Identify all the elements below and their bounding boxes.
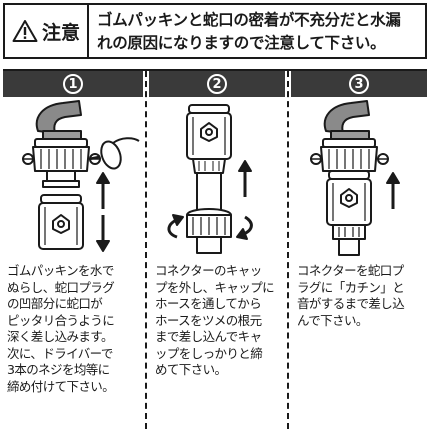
caution-box: 注意 ゴムパッキンと蛇口の密着が不充分だと水漏 れの原因になりますので注意して下… — [3, 3, 427, 59]
desc-line: コネクターを蛇口プ — [297, 263, 404, 278]
desc-line: 次に、ドライバーで — [7, 345, 113, 361]
hose-connector-illustration — [167, 104, 253, 254]
desc-line: ップをしっかりと締 — [155, 345, 263, 361]
desc-line: の凹部分に蛇口が — [7, 296, 103, 311]
caution-label-cell: 注意 — [5, 5, 89, 57]
assembled-connection-illustration — [310, 100, 400, 256]
step-1-description: ゴムパッキンを水で ぬらし、蛇口プラグ の凹部分に蛇口が ピッタリ合うように 深… — [7, 263, 115, 395]
desc-line: 音がするまで差し込 — [297, 296, 405, 311]
step-1: 1 — [3, 71, 143, 429]
desc-line: ラグに「カチン」と — [297, 279, 405, 295]
desc-line: ピッタリ合うように — [7, 312, 115, 328]
caution-text: ゴムパッキンと蛇口の密着が不充分だと水漏 れの原因になりますので注意して下さい。 — [89, 5, 425, 57]
step-number: 3 — [349, 74, 369, 94]
caution-label: 注意 — [41, 21, 80, 44]
warning-triangle-icon — [12, 20, 38, 42]
desc-line: 3本のネジを均等に — [7, 362, 110, 377]
step-1-header: 1 — [3, 71, 143, 97]
column-divider — [287, 71, 289, 429]
step-3-header: 3 — [291, 71, 427, 97]
steps-area: 1 — [3, 69, 427, 429]
desc-line: 深く差し込みます。 — [7, 329, 113, 344]
desc-line: コネクターのキャッ — [155, 263, 262, 278]
desc-line: プを外し、キャップに — [155, 279, 275, 295]
desc-line: ホースをツメの根元 — [155, 312, 262, 328]
caution-text-line: ゴムパッキンと蛇口の密着が不充分だと水漏 — [97, 11, 401, 29]
desc-line: まで差し込んでキャ — [155, 329, 262, 344]
step-3-description: コネクターを蛇口プ ラグに「カチン」と 音がするまで差し込 んで下さい。 — [297, 263, 405, 329]
desc-line: んで下さい。 — [297, 312, 368, 328]
step-2: 2 — [149, 71, 285, 429]
step-2-description: コネクターのキャッ プを外し、キャップに ホースを通してから ホースをツメの根元… — [155, 263, 275, 379]
step-number: 1 — [63, 74, 83, 94]
desc-line: めて下さい。 — [155, 362, 227, 377]
caution-text-line: れの原因になりますので注意して下さい。 — [97, 34, 386, 52]
desc-line: ホースを通してから — [155, 296, 262, 311]
column-divider — [145, 71, 147, 429]
desc-line: ゴムパッキンを水で — [7, 263, 114, 278]
step-2-header: 2 — [149, 71, 285, 97]
desc-line: ぬらし、蛇口プラグ — [7, 279, 115, 295]
desc-line: 締め付けて下さい。 — [7, 378, 115, 394]
step-number: 2 — [207, 74, 227, 94]
step-3: 3 — [291, 71, 427, 429]
faucet-plug-illustration — [22, 100, 140, 252]
